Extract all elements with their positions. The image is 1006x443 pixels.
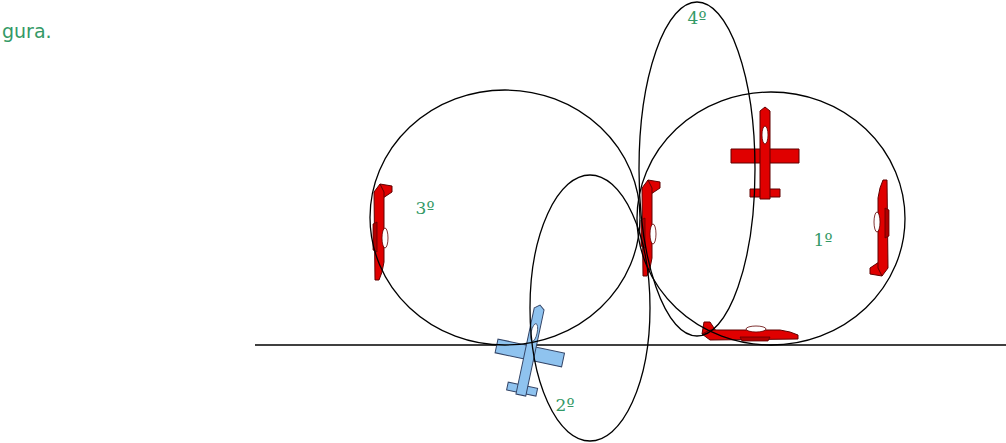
loop-ellipse xyxy=(370,90,640,345)
loop-outline: 4º xyxy=(639,2,755,336)
caption-fragment: gura. xyxy=(2,22,52,41)
loop-ellipse xyxy=(637,92,905,345)
loop-number: 1º xyxy=(814,232,833,249)
loop-number: 4º xyxy=(688,10,707,27)
loop-outline: 1º xyxy=(637,92,905,345)
loop-number: 3º xyxy=(416,200,435,217)
loop-outline: 2º xyxy=(530,175,650,441)
loop-number: 2º xyxy=(556,397,575,414)
loop-ellipse xyxy=(530,175,650,441)
loop-outline: 3º xyxy=(370,90,640,345)
loop-ellipse xyxy=(639,2,755,336)
